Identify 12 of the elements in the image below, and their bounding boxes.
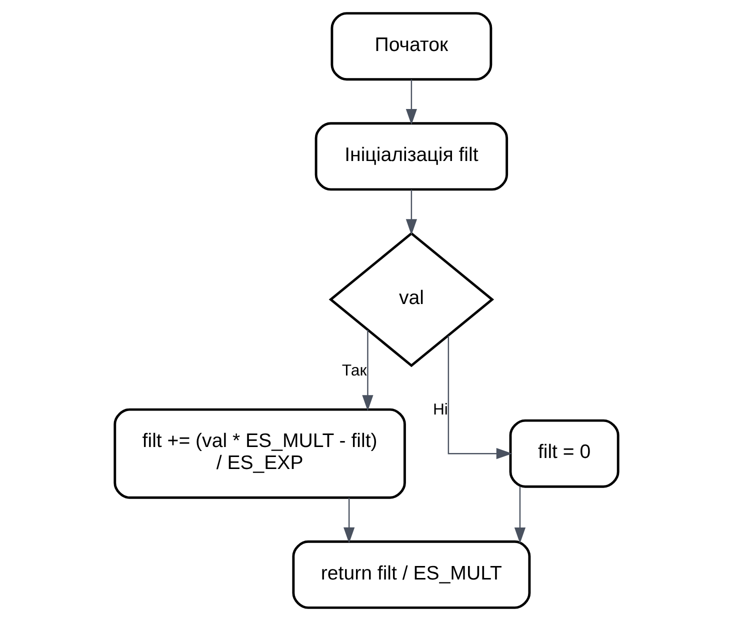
node-box: return filt / ES_MULT <box>292 540 530 609</box>
arrow <box>514 486 526 544</box>
arrow <box>343 498 354 544</box>
arrow <box>405 79 417 125</box>
arrow <box>362 330 373 412</box>
node-box: filt += (val * ES_MULT - filt) / ES_EXP <box>113 408 406 499</box>
arrow <box>405 190 417 236</box>
node-box: Початок <box>330 12 492 81</box>
node-box: Ініціалізація filt <box>314 122 508 191</box>
arrow <box>447 336 512 460</box>
edge-label: Ні <box>432 401 448 418</box>
node-box: filt = 0 <box>508 419 619 488</box>
